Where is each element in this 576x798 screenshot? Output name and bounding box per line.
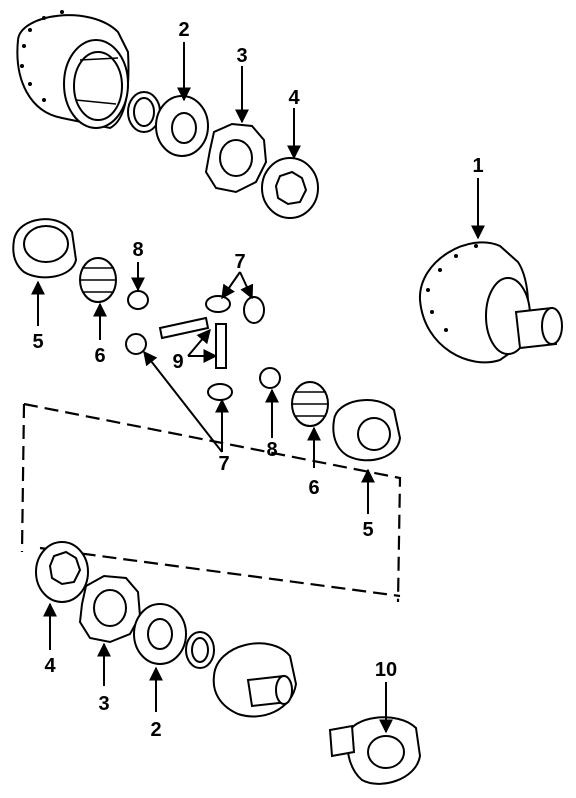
callout-6-left: 6: [94, 345, 105, 367]
callout-7-bottom: 7: [218, 453, 229, 475]
pinion-gears-7-top: [205, 295, 265, 324]
clutch-disc-4-top: [261, 157, 319, 219]
thrust-washer-2-bottom: [133, 603, 187, 665]
clutch-plate-3-bottom: [78, 574, 142, 644]
callout-1: 1: [472, 155, 483, 177]
clutch-plate-3-top: [204, 122, 268, 194]
callout-5-right: 5: [362, 519, 373, 541]
thrust-washer-2-top: [155, 95, 209, 157]
callout-3-top: 3: [236, 45, 247, 67]
callout-7-top: 7: [234, 251, 245, 273]
callout-3-bottom: 3: [98, 693, 109, 715]
callout-5-left: 5: [32, 331, 43, 353]
cross-shafts-9: [158, 316, 227, 369]
callout-9: 9: [172, 351, 183, 373]
pinion-gear-left: [125, 333, 147, 355]
side-gear-housing-5-right: [332, 398, 402, 462]
callout-6-right: 6: [308, 477, 319, 499]
callout-8-right: 8: [266, 439, 277, 461]
side-gear-housing-5-left: [12, 218, 78, 279]
leader-lines: [31, 42, 485, 734]
callout-4-top: 4: [288, 87, 300, 109]
pinion-flange-10: [328, 716, 422, 785]
clutch-disc-4-bottom: [35, 541, 89, 603]
callout-2-top: 2: [178, 19, 189, 41]
callout-8-left: 8: [132, 239, 143, 261]
case-half-top: [16, 10, 130, 130]
side-gear-6-left: [79, 257, 117, 303]
callout-10: 10: [375, 659, 397, 681]
differential-assembly-1: [418, 241, 563, 364]
callout-2-bottom: 2: [150, 719, 161, 741]
pinion-washer-8-right: [259, 367, 281, 389]
pinion-washer-8-left: [127, 290, 149, 310]
case-half-bottom: [212, 642, 298, 718]
side-gear-6-right: [291, 381, 329, 427]
assembly-bracket: [20, 402, 402, 603]
pinion-gear-7-bottom: [207, 383, 233, 401]
callout-4-bottom: 4: [44, 655, 56, 677]
thrust-ring-small-bottom: [185, 631, 215, 669]
